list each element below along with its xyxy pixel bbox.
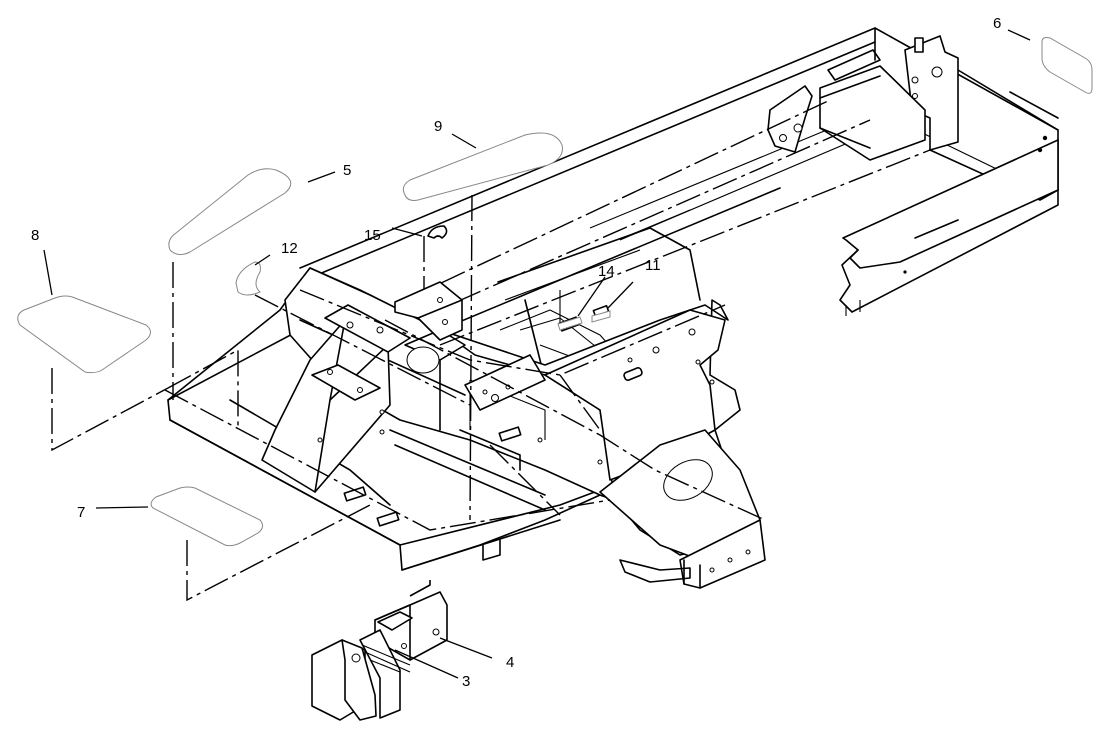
decal-item-12: [235, 261, 261, 296]
callout-15: 15: [364, 227, 381, 244]
upper-mount-bracket: [394, 281, 463, 341]
callouts: 3 4 5 6 7 8 9 11 12 14 15: [31, 15, 1001, 690]
callout-9: 9: [434, 118, 442, 135]
callout-5: 5: [343, 162, 351, 179]
leader-lines: [43, 29, 1031, 679]
callout-7: 7: [77, 504, 85, 521]
decal-item-6: [1041, 37, 1093, 94]
decal-item-5: [168, 168, 292, 256]
callout-4: 4: [506, 654, 514, 671]
decal-item-11: [591, 310, 611, 323]
decal-item-8: [17, 295, 151, 374]
callout-3: 3: [462, 673, 470, 690]
hitch-bracket-detail: [311, 580, 448, 721]
assembly-phantom-lines: [51, 99, 931, 602]
decals: [17, 37, 1093, 547]
decal-item-9: [402, 132, 563, 201]
callout-8: 8: [31, 227, 39, 244]
decal-item-15: [427, 225, 448, 239]
front-frame: [167, 267, 766, 589]
callout-11: 11: [645, 257, 661, 274]
callout-12: 12: [281, 240, 298, 257]
rear-hitch-bracket-assembly: [767, 35, 959, 161]
callout-6: 6: [993, 15, 1001, 32]
decal-item-7: [150, 486, 264, 547]
decal-item-14: [557, 316, 583, 331]
callout-14: 14: [598, 263, 615, 280]
